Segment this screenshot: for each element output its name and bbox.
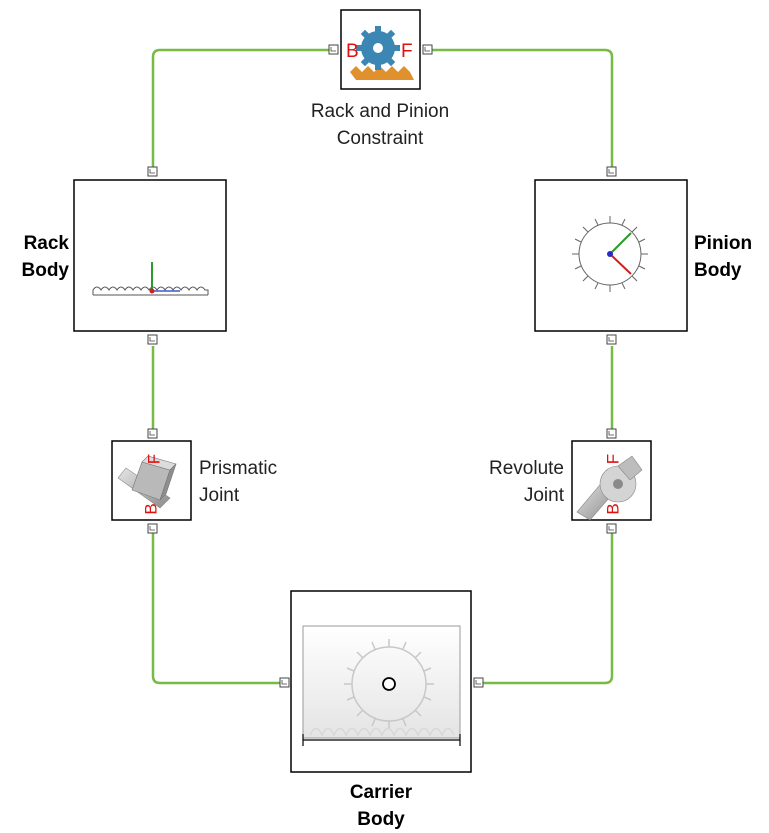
connection-prismatic-carrier[interactable] [151, 532, 284, 685]
pinion-body-block[interactable] [534, 179, 688, 332]
carrier-port-right[interactable] [473, 677, 484, 688]
rack-body-label: Rack Body [0, 230, 70, 284]
rack-pinion-label-line2: Constraint [336, 128, 424, 149]
prismatic-joint-label-line2: Joint [199, 485, 240, 506]
carrier-body-label: Carrier Body [301, 779, 461, 833]
revolute-joint-label: Revolute Joint [444, 455, 564, 509]
revolute-port-top[interactable] [606, 428, 617, 439]
rack-pinion-label-line1: Rack and Pinion [310, 101, 450, 122]
revolute-joint-label-line2: Joint [523, 485, 564, 506]
rack-and-pinion-constraint-block[interactable]: B F [340, 9, 424, 93]
rack-pinion-port-b[interactable] [328, 44, 339, 55]
revolute-joint-label-line1: Revolute [489, 458, 564, 479]
prismatic-port-top[interactable] [147, 428, 158, 439]
carrier-body-label-line1: Carrier [349, 782, 413, 803]
carrier-body-label-line2: Body [357, 809, 405, 830]
rack-pinion-port-f-label: F [401, 41, 413, 62]
revolute-joint-icon [576, 455, 643, 521]
carrier-body-block[interactable] [290, 590, 472, 773]
rack-body-port-bottom[interactable] [147, 334, 158, 345]
pinion-gear-icon [572, 216, 648, 292]
rack-pinion-port-f[interactable] [422, 44, 433, 55]
carrier-port-left[interactable] [279, 677, 290, 688]
rack-body-label-line1: Rack [23, 233, 69, 254]
connections [151, 48, 614, 685]
prismatic-port-f-label: F [144, 454, 163, 464]
pinion-body-port-bottom[interactable] [606, 334, 617, 345]
rack-body-port-top[interactable] [147, 166, 158, 177]
rack-body-label-line2: Body [21, 260, 70, 281]
prismatic-port-b-label: B [141, 503, 160, 514]
prismatic-port-bottom[interactable] [147, 523, 158, 534]
gear-icon [356, 26, 400, 70]
pinion-body-label-line1: Pinion [694, 233, 753, 254]
prismatic-joint-block[interactable]: F B [111, 440, 192, 521]
pinion-body-port-top[interactable] [606, 166, 617, 177]
revolute-port-f-label: F [603, 454, 622, 464]
pinion-frame-axes-icon [607, 232, 632, 275]
pinion-body-label-line2: Body [694, 260, 742, 281]
carrier-pivot-icon [382, 677, 396, 691]
rack-pinion-label: Rack and Pinion Constraint [260, 98, 500, 152]
rack-teeth-icon [92, 286, 209, 296]
carrier-gear-icon [344, 639, 434, 729]
rack-icon [350, 66, 414, 80]
connection-rackpinion-pinionbody[interactable] [428, 48, 614, 167]
connection-rackpinion-rackbody[interactable] [151, 48, 333, 167]
revolute-port-bottom[interactable] [606, 523, 617, 534]
prismatic-joint-icon [117, 455, 177, 509]
prismatic-joint-label-line1: Prismatic [199, 458, 278, 479]
carrier-ground-line [302, 734, 461, 746]
rack-pinion-port-b-label: B [346, 41, 359, 62]
revolute-port-b-label: B [603, 503, 622, 514]
rack-body-block[interactable] [73, 179, 227, 332]
prismatic-joint-label: Prismatic Joint [199, 455, 319, 509]
revolute-joint-block[interactable]: F B [571, 440, 652, 521]
rack-frame-axes-icon [149, 262, 180, 294]
carrier-rack-icon [309, 727, 455, 737]
pinion-body-label: Pinion Body [694, 230, 769, 284]
connection-revolute-carrier[interactable] [479, 532, 614, 685]
